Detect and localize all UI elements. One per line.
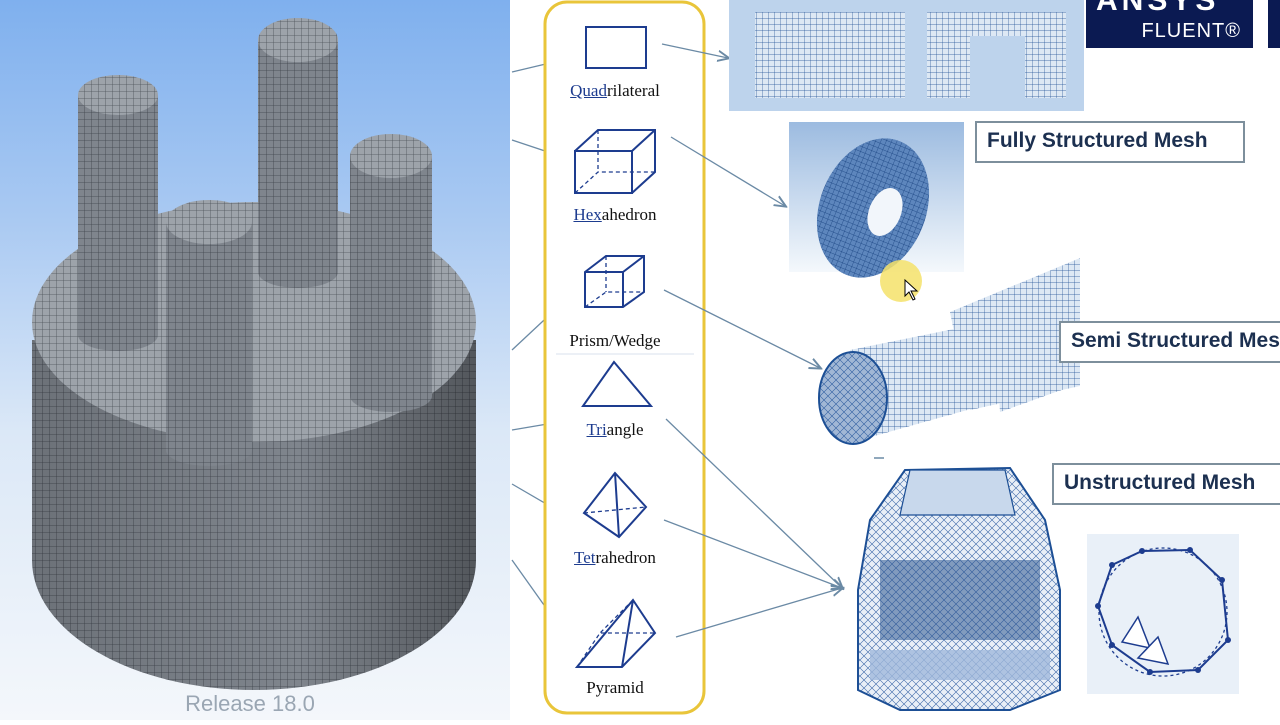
pipe-mesh xyxy=(818,258,1080,459)
triangle-icon xyxy=(581,360,654,407)
label-quadrilateral: Quadrilateral xyxy=(570,81,660,100)
fully-structured-mesh-label: Fully Structured Mesh xyxy=(975,121,1245,163)
cylinder-mesh-model xyxy=(32,18,476,690)
logo-product: FLUENT® xyxy=(1141,20,1241,42)
ansys-fluent-logo: ANSYS FLUENT® xyxy=(1086,0,1253,48)
logo-edge xyxy=(1268,0,1280,48)
label-triangle: Triangle xyxy=(586,420,644,439)
logo-wordmark: ANSYS xyxy=(1096,0,1220,17)
semi-structured-mesh-label: Semi Structured Mesh xyxy=(1059,321,1280,363)
label-pyramid: Pyramid xyxy=(586,678,644,697)
tetrahedron-icon xyxy=(582,471,648,539)
prism-icon xyxy=(584,255,645,308)
cylinder-model-panel: Release 18.0 xyxy=(0,0,510,720)
mouse-pointer-icon xyxy=(904,278,919,301)
torus-mesh xyxy=(789,122,964,302)
cursor-highlight xyxy=(880,260,922,302)
label-prism-wedge: Prism/Wedge xyxy=(569,331,661,350)
label-tetrahedron: Tetrahedron xyxy=(574,548,656,567)
hexahedron-icon xyxy=(574,129,656,194)
label-hexahedron: Hexahedron xyxy=(573,205,657,224)
element-type-column xyxy=(543,0,706,715)
pyramid-icon xyxy=(574,598,657,668)
unstructured-mesh-label: Unstructured Mesh xyxy=(1052,463,1280,505)
car-mesh xyxy=(857,466,1061,711)
quad-mesh-panel xyxy=(729,0,1084,111)
arrow-connectors xyxy=(661,43,842,638)
circle-mesh-detail xyxy=(1087,534,1239,694)
rectangle-icon xyxy=(585,26,647,69)
release-watermark: Release 18.0 xyxy=(185,691,315,716)
